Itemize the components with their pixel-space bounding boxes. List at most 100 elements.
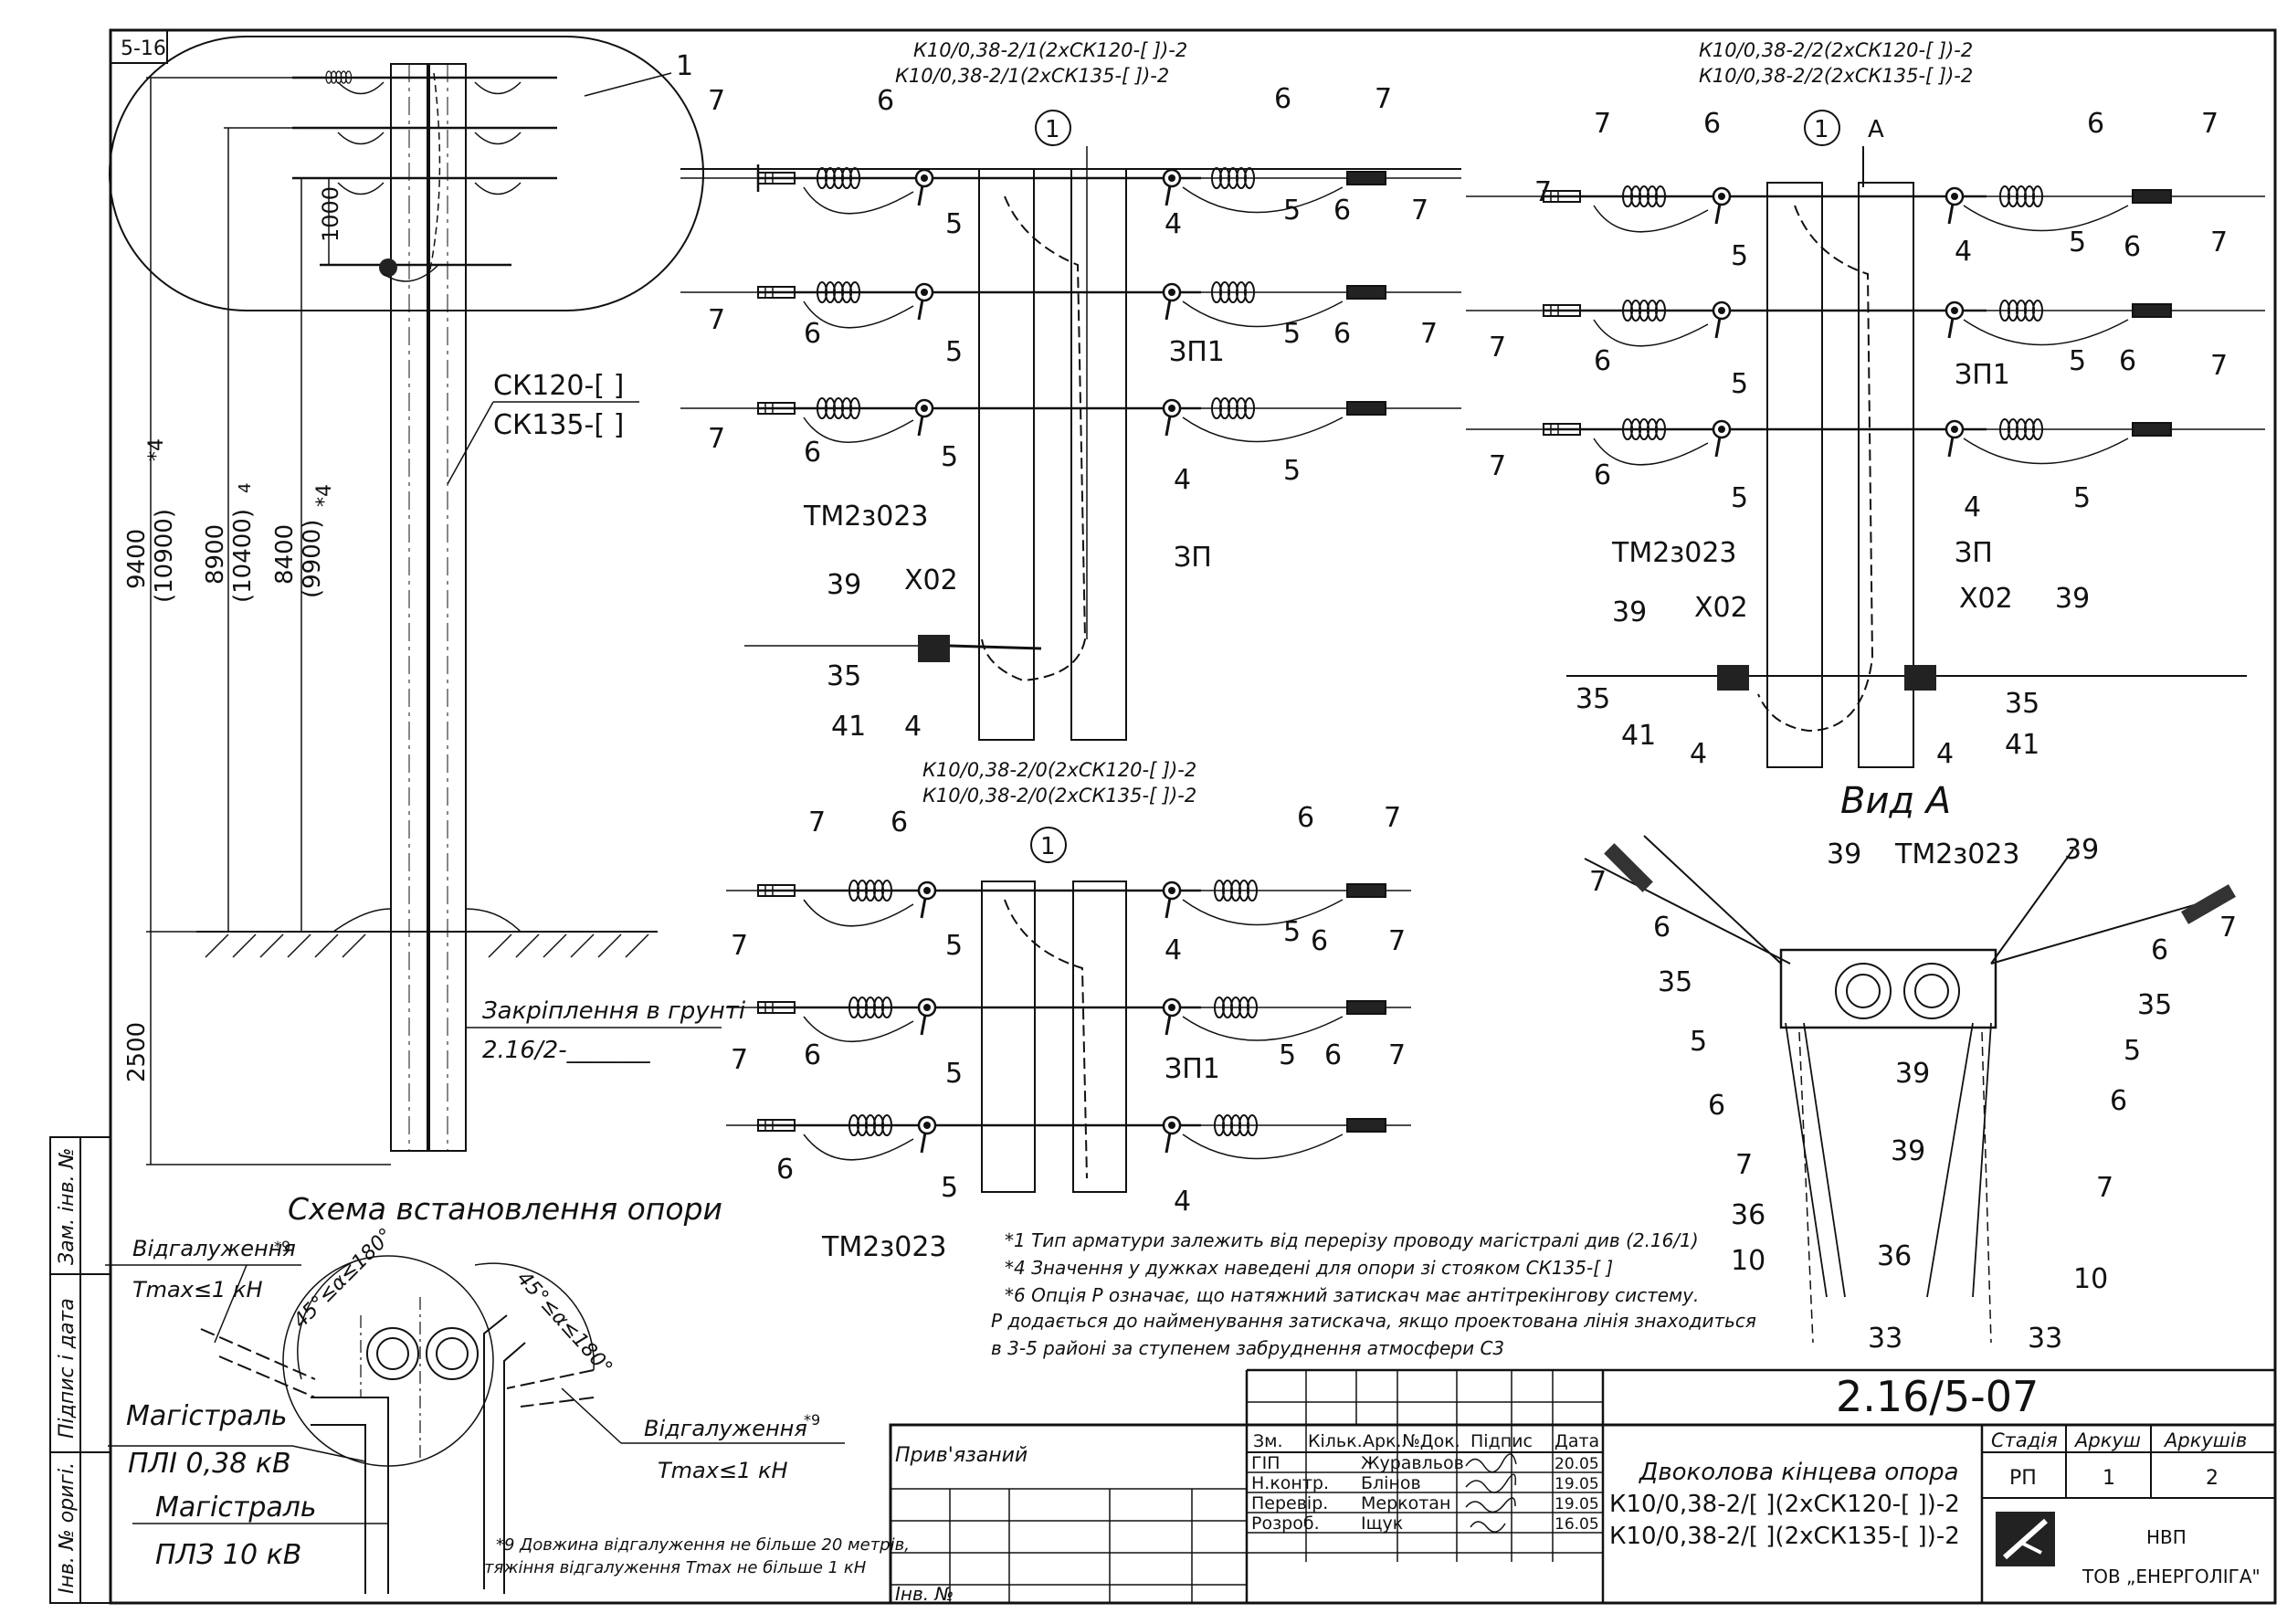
note-2: *4 Значення у дужках наведені для опори … [1005,1257,1613,1279]
footnote-9-a: *9 Довжина відгалуження не більше 20 мет… [496,1535,910,1555]
main-2-sub: ПЛЗ 10 кВ [155,1539,301,1571]
stamp-inv: Інв. № оригі. [56,1462,79,1594]
d1-6e: 6 [1333,318,1351,350]
d3-4b: 4 [1174,1186,1191,1218]
tb-name-3: Іщук [1361,1513,1403,1534]
d2-39b: 39 [2055,583,2090,615]
branch-label-left: Відгалуження [132,1236,296,1261]
main-2: Магістраль [155,1492,317,1524]
d1-zp1: ЗП1 [1169,336,1225,368]
dim-1000: 1000 [318,186,343,242]
d1-5c: 5 [945,336,963,368]
d2-7b: 7 [2201,108,2218,140]
signature-3 [1470,1521,1506,1533]
tb-date-2: 19.05 [1555,1495,1599,1513]
d3-6c: 6 [1311,925,1328,957]
side-stamp: Зам. інв. № Підпис і дата Інв. № оригі. [49,1136,111,1604]
d1-35: 35 [827,660,861,692]
dim-8900: 8900 [202,524,229,585]
d1-7c: 7 [1411,195,1428,227]
tb-col-sign: Підпис [1470,1431,1533,1451]
corner-box [110,29,168,64]
va-36a: 36 [1731,1199,1765,1231]
va-39c: 39 [1895,1058,1930,1090]
va-6d: 6 [2110,1085,2127,1117]
d3-6d: 6 [804,1039,821,1071]
d1-6c: 6 [1333,195,1351,227]
notes: *1 Тип арматури залежить від перерізу пр… [991,1229,1756,1359]
dim-9900: (9900) [299,520,326,598]
tb-sheets: 2 [2206,1467,2218,1490]
d2-tm: ТМ2з023 [1611,537,1737,569]
va-10b: 10 [2073,1263,2108,1295]
d2-6f: 6 [1594,459,1611,491]
d3-5d: 5 [1279,1039,1296,1071]
d1-5d: 5 [1283,318,1301,350]
tb-stage: РП [2009,1467,2037,1490]
d2-41b: 41 [2005,729,2039,761]
d3-5e: 5 [941,1172,958,1204]
d3-6e: 6 [1324,1039,1342,1071]
dim-star4-c: *4 [313,484,336,507]
plan-view: 45°≤α≤180° 45°≤α≤180° Відгалуження *9 Тm… [105,1224,910,1594]
tb-name-2: Меркотан [1361,1493,1450,1513]
tb-date-0: 20.05 [1555,1455,1599,1473]
d2-7e: 7 [1489,332,1506,364]
va-36b: 36 [1877,1240,1912,1272]
footnote-9-b: тяжіння відгалуження Тmax не більше 1 кН [484,1558,867,1577]
view-title: Вид А [1840,780,1951,822]
d2-zp: ЗП [1955,537,1993,569]
d2-35b: 35 [2005,688,2039,720]
va-7a: 7 [1589,866,1607,898]
d3-7a: 7 [808,807,826,838]
tb-role-1: Н.контр. [1251,1473,1329,1493]
ground-ref: 2.16/2-_______ [482,1037,651,1064]
tb-org-1: НВП [2146,1526,2187,1548]
tb-doc-code: 2.16/5-07 [1836,1372,2039,1421]
d2-5a: 5 [1731,240,1748,272]
circle-1-a: 1 [1045,116,1060,143]
va-7b: 7 [2219,912,2237,944]
d3-7c: 7 [1388,925,1406,957]
d3-6a: 6 [891,807,908,838]
d2-4b: 4 [1964,491,1981,523]
tb-title-1: Двоколова кінцева опора [1639,1459,1959,1486]
tb-bound: Прив'язаний [895,1444,1028,1467]
d2-39a: 39 [1612,596,1647,628]
tb-col-doc: №Док. [1402,1431,1460,1451]
angle-left: 45°≤α≤180° [290,1224,398,1333]
tb-title-2: К10/0,38-2/[ ](2хСК120-[ ])-2 [1609,1491,1960,1518]
angle-right: 45°≤α≤180° [512,1267,617,1379]
d2-7c: 7 [1534,176,1552,208]
dim-2500: 2500 [123,1022,151,1082]
va-35a: 35 [1658,966,1692,998]
d2-5b: 5 [2069,227,2086,258]
d1-6a: 6 [877,85,894,117]
d1-zp: ЗП [1174,542,1212,574]
main-1-sub: ПЛІ 0,38 кВ [128,1448,291,1480]
va-6c: 6 [1708,1090,1725,1122]
va-tm: ТМ2з023 [1894,838,2020,870]
header-right-1: К10/0,38-2/2(2хСК120-[ ])-2 [1699,39,1973,61]
branch-label-right: Відгалуження [644,1416,807,1441]
d2-x02b: Х02 [1959,583,2013,615]
va-6b: 6 [2151,934,2168,966]
d3-4a: 4 [1165,934,1182,966]
d1-6f: 6 [804,437,821,469]
tb-role-0: ГІП [1251,1453,1280,1473]
section-number: 1 [676,50,693,82]
tb-stage-h: Стадія [1991,1429,2058,1451]
va-7c: 7 [1735,1149,1753,1181]
circle-1-c: 1 [1040,833,1056,860]
tmax-right: Тmax≤1 кН [658,1458,788,1483]
d2-4c: 4 [1690,738,1707,770]
d2-4a: 4 [1955,236,1972,268]
branch-star-left: *9 [274,1238,290,1255]
va-5a: 5 [1690,1026,1707,1058]
d1-7e: 7 [1420,318,1438,350]
d1-7b: 7 [1375,83,1392,115]
tb-col-ark: Арк. [1363,1431,1402,1451]
title-block: Прив'язаний Інв. № Зм. Кільк. Арк. №Док.… [889,1368,2277,1605]
d1-x02: Х02 [904,564,958,596]
stamp-zam: Зам. інв. № [56,1148,79,1266]
